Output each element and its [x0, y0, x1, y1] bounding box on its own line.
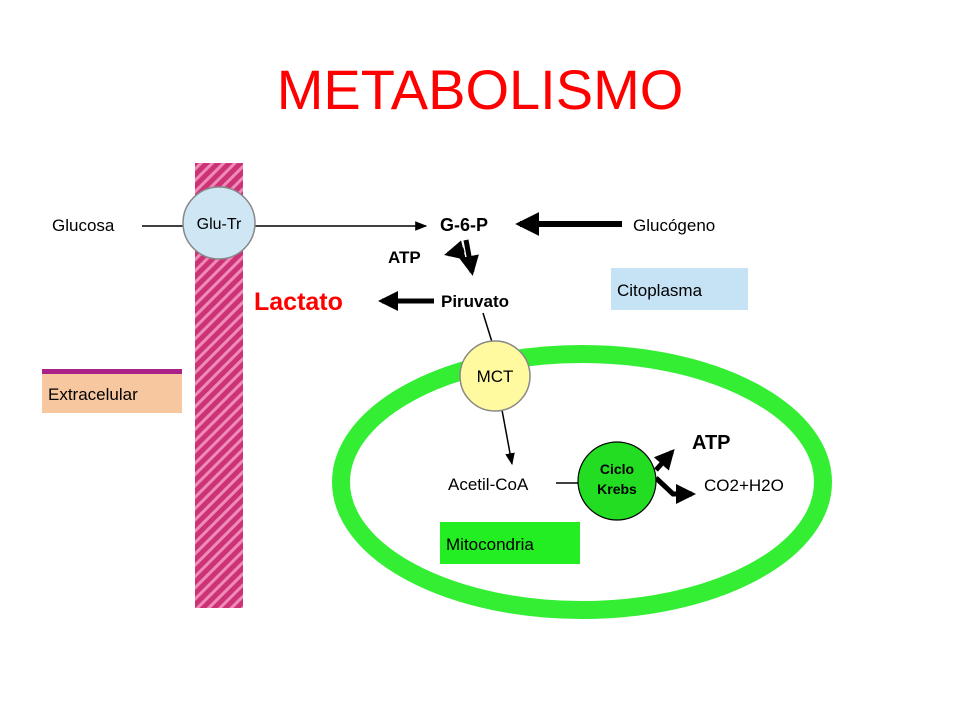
g6p-label: G-6-P	[440, 215, 488, 235]
mitocondria-box	[440, 522, 580, 564]
co2-h2o-label: CO2+H2O	[704, 476, 784, 495]
krebs-cycle	[577, 441, 657, 521]
extracelular-box	[42, 369, 182, 413]
krebs-label: Krebs	[597, 481, 637, 497]
atp-glycolysis-label: ATP	[388, 248, 421, 267]
glucosa-label: Glucosa	[52, 216, 115, 235]
glu-tr-label: Glu-Tr	[197, 216, 242, 233]
krebs-to-atp-arrow	[653, 449, 675, 472]
lactato-label: Lactato	[254, 288, 343, 316]
glu-tr-transporter	[182, 186, 256, 260]
ciclo-label: Ciclo	[600, 461, 634, 477]
mct-to-acetilcoa-arrow	[501, 409, 515, 466]
extracelular-bar	[42, 369, 182, 374]
extracelular-label: Extracelular	[48, 385, 138, 404]
g6p-to-piruvato-arrow	[459, 239, 479, 276]
citoplasma-label: Citoplasma	[617, 281, 703, 300]
piruvato-label: Piruvato	[441, 292, 509, 311]
citoplasma-box	[611, 268, 748, 310]
glucogeno-label: Glucógeno	[633, 216, 715, 235]
page-title: METABOLISMO	[276, 58, 684, 121]
atp-krebs-label: ATP	[692, 432, 731, 454]
krebs-to-co2-arrow	[654, 476, 696, 504]
mitochondrion	[332, 345, 832, 619]
piruvato-to-mct-line	[482, 312, 493, 343]
mitocondria-label: Mitocondria	[446, 535, 534, 554]
acetil-coa-label: Acetil-CoA	[448, 475, 529, 494]
mct-transporter	[459, 340, 531, 412]
atp-branch-arrow	[444, 240, 466, 260]
mct-label: MCT	[477, 367, 514, 386]
